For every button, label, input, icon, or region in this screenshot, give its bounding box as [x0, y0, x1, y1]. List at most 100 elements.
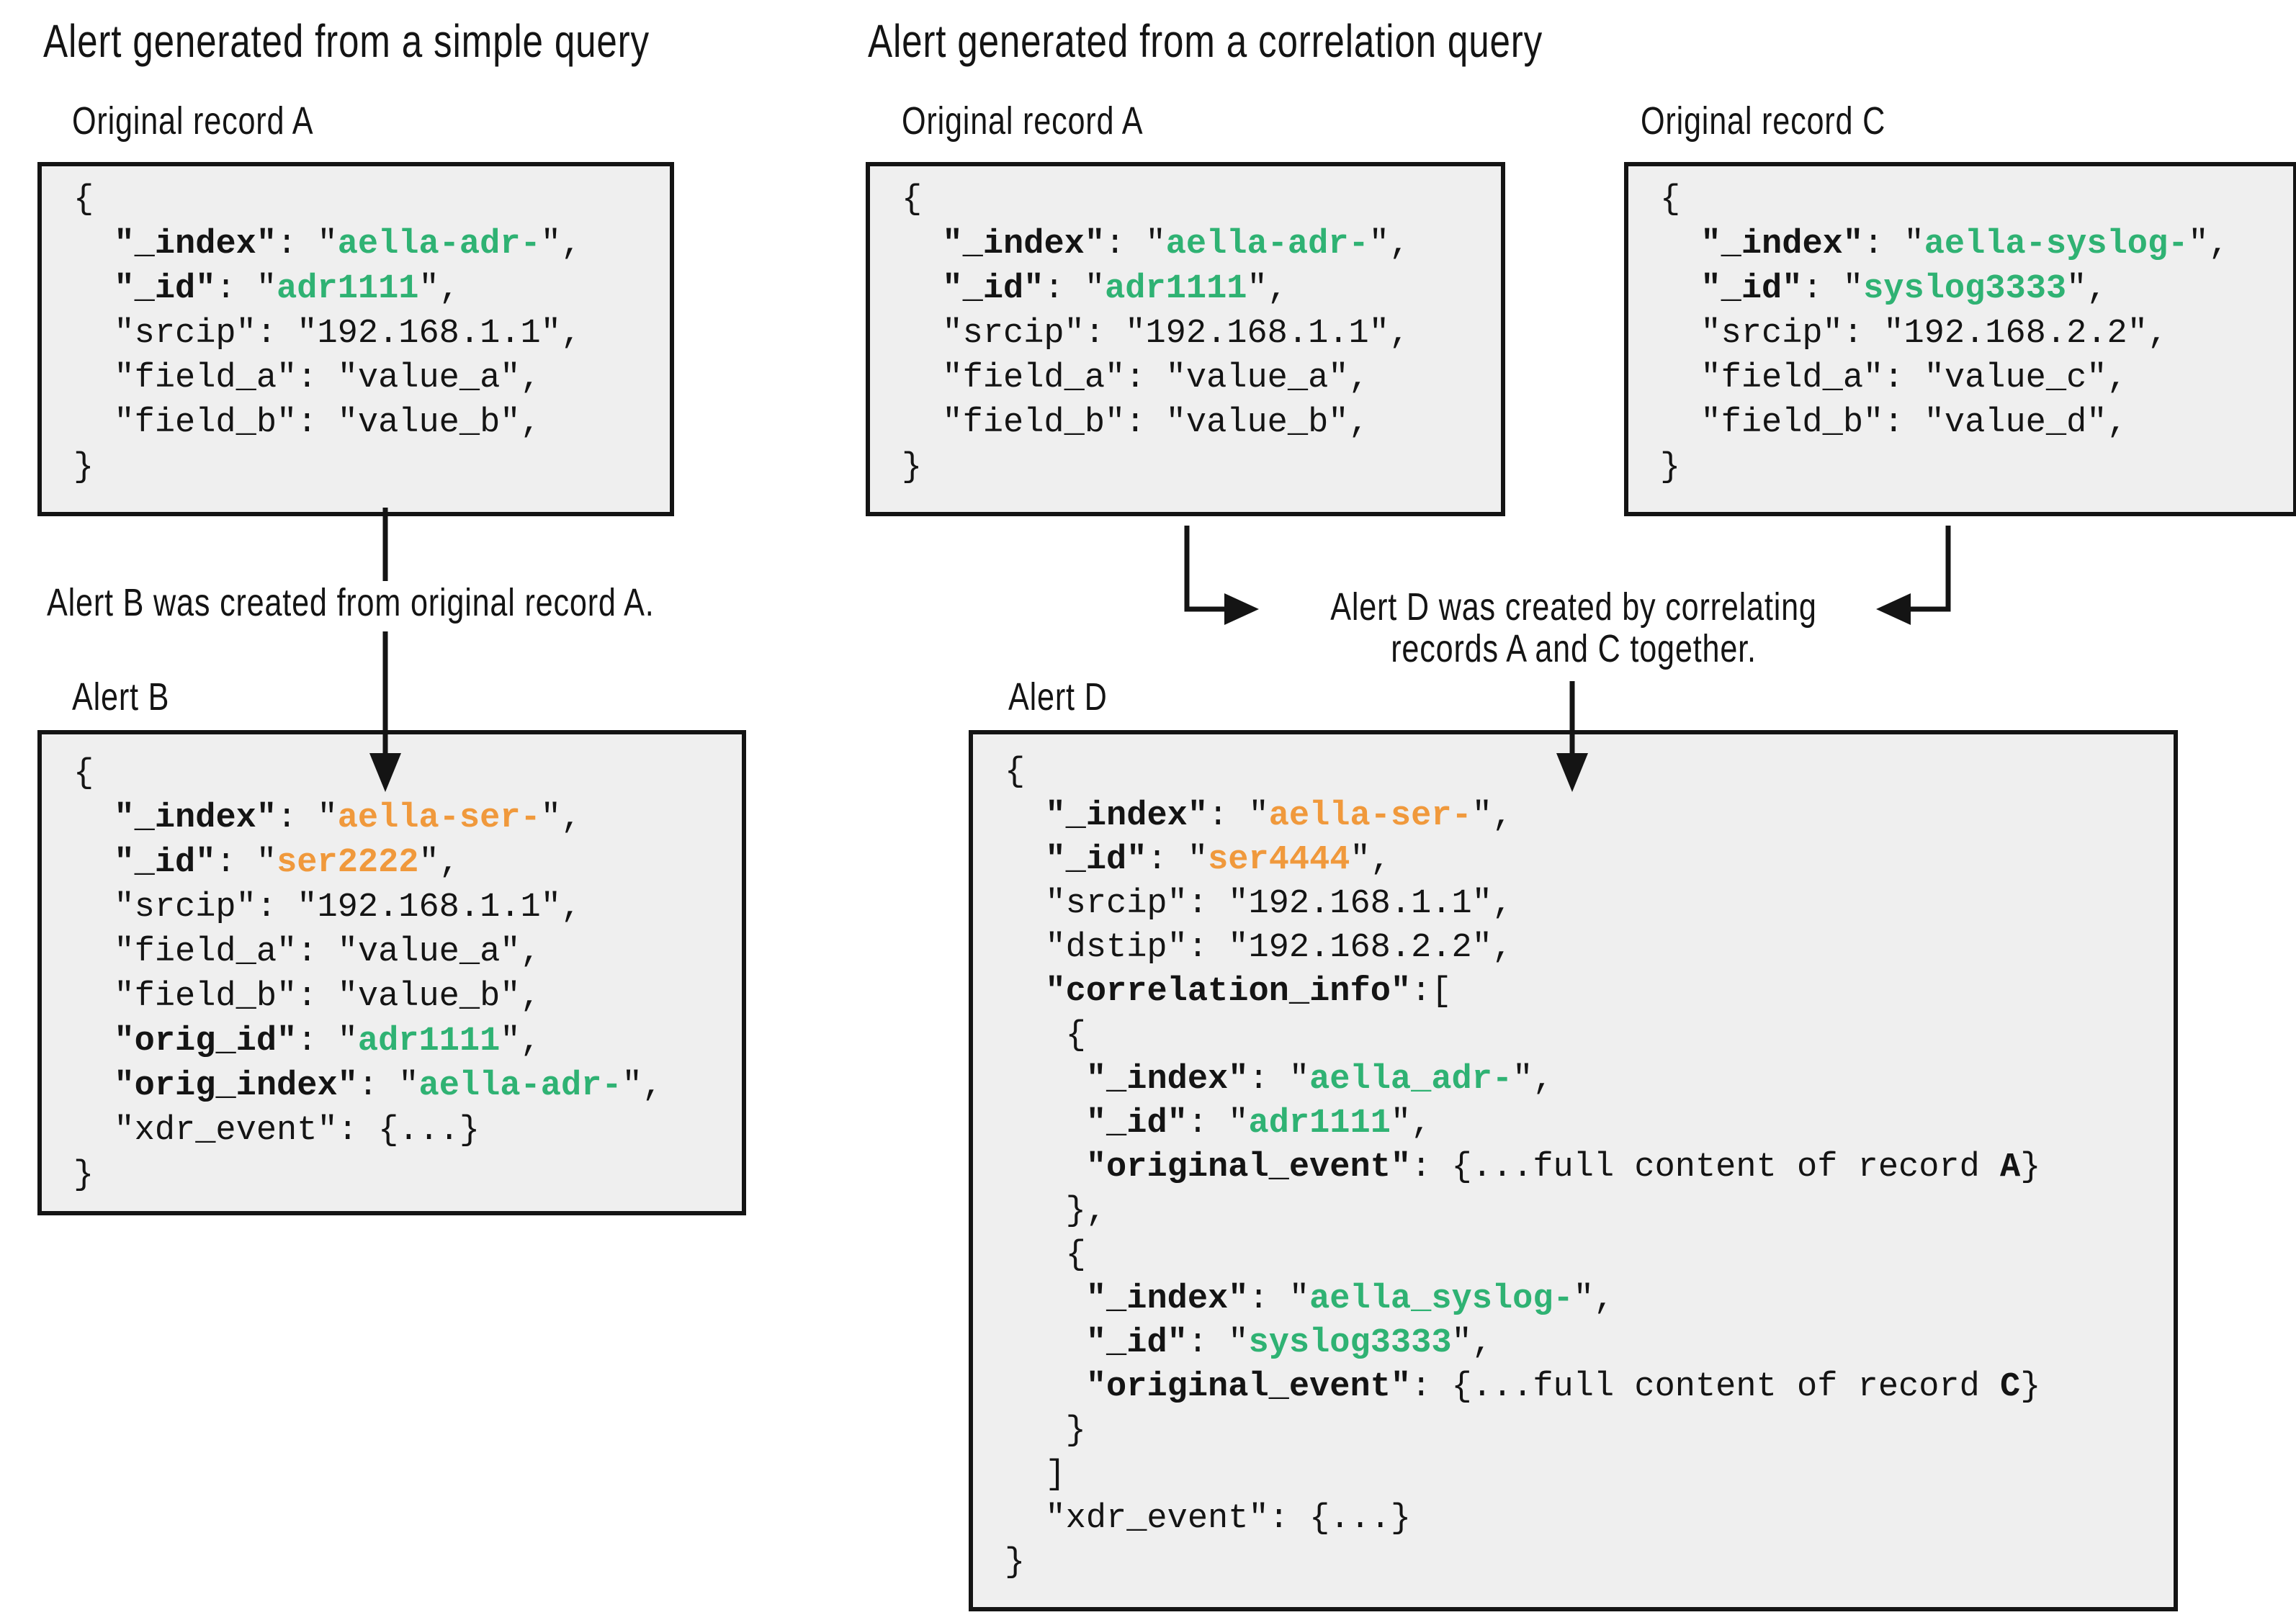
code-segment — [1660, 270, 1700, 308]
code-segment: } — [1005, 1544, 1026, 1582]
code-line: "_index": "aella_adr-", — [1005, 1058, 2168, 1102]
code-segment — [1005, 1148, 1086, 1187]
code-segment: ser4444 — [1208, 841, 1350, 879]
code-segment: { — [902, 181, 923, 219]
code-segment — [73, 270, 114, 308]
code-segment: : " — [1187, 1104, 1249, 1143]
code-segment: ", — [1573, 1280, 1615, 1318]
alert-d-box: { "_index": "aella-ser-", "_id": "ser444… — [969, 730, 2178, 1611]
code-segment: aella-adr- — [418, 1067, 622, 1105]
code-segment: : {...full content of record — [1411, 1368, 2001, 1406]
code-segment: : " — [1208, 797, 1269, 835]
code-segment: ", — [1247, 270, 1288, 308]
code-segment: "_id" — [114, 844, 216, 882]
annotation-correlation-line2: records A and C together. — [1391, 627, 1757, 670]
code-segment: ", — [1451, 1324, 1492, 1362]
code-segment: "correlation_info" — [1045, 973, 1412, 1011]
code-segment: ] — [1005, 1456, 1066, 1494]
code-line: "_id": "adr1111", — [73, 267, 664, 312]
code-segment: "original_event" — [1085, 1368, 1412, 1406]
code-line: } — [73, 446, 664, 490]
code-segment: { — [1005, 753, 1026, 791]
code-segment: "field_b": "value_b", — [73, 978, 541, 1016]
arrow-a-elbow-head-icon — [1224, 593, 1259, 625]
code-line: { — [1005, 1233, 2168, 1277]
record-a-label-simple: Original record A — [72, 99, 314, 143]
code-segment: ", — [418, 844, 459, 882]
code-segment: ", — [500, 1022, 541, 1061]
code-segment: "_index" — [114, 799, 277, 837]
section-title-correlation-query: Alert generated from a correlation query — [868, 15, 1543, 67]
code-segment: "field_a": "value_a", — [73, 359, 541, 397]
code-line: } — [73, 1153, 736, 1198]
code-segment: : " — [1147, 841, 1208, 879]
code-segment: ", — [2188, 225, 2229, 264]
code-segment: "_id" — [1085, 1104, 1188, 1143]
code-segment: : " — [1187, 1324, 1249, 1362]
code-segment: aella-ser- — [1268, 797, 1472, 835]
code-segment: "field_a": "value_c", — [1660, 359, 2127, 397]
code-segment: aella_adr- — [1309, 1061, 1513, 1099]
code-segment: "xdr_event": {...} — [73, 1112, 480, 1150]
code-segment — [1005, 1061, 1086, 1099]
code-segment: "_id" — [1045, 841, 1147, 879]
code-segment: { — [1005, 1017, 1086, 1055]
code-segment — [1005, 1324, 1086, 1362]
code-segment: ", — [1390, 1104, 1432, 1143]
code-segment: adr1111 — [357, 1022, 501, 1061]
record-c-json: { "_index": "aella-syslog-", "_id": "sys… — [1628, 166, 2293, 490]
code-segment: aella_syslog- — [1309, 1280, 1574, 1318]
code-segment — [1005, 973, 1045, 1011]
code-segment: "_index" — [942, 225, 1106, 264]
record-a-box-correlation: { "_index": "aella-adr-", "_id": "adr111… — [866, 162, 1505, 516]
code-segment: "field_b": "value_d", — [1660, 404, 2127, 442]
code-segment: ", — [1350, 841, 1391, 879]
code-segment: A — [2000, 1148, 2021, 1187]
code-segment: : {...full content of record — [1411, 1148, 2001, 1187]
record-a-json-correlation: { "_index": "aella-adr-", "_id": "adr111… — [870, 166, 1501, 490]
code-line: "srcip": "192.168.1.1", — [902, 312, 1495, 356]
code-line: } — [1005, 1409, 2168, 1453]
code-segment: "_id" — [114, 270, 216, 308]
code-line: "xdr_event": {...} — [1005, 1497, 2168, 1541]
code-segment — [73, 1022, 114, 1061]
code-line: "srcip": "192.168.2.2", — [1660, 312, 2287, 356]
code-segment: : " — [297, 1022, 358, 1061]
code-segment: ", — [2066, 270, 2107, 308]
code-line: "field_b": "value_b", — [73, 975, 736, 1020]
code-segment: ", — [622, 1067, 663, 1105]
code-segment: :[ — [1411, 973, 1452, 1011]
code-line: "field_b": "value_b", — [902, 401, 1495, 446]
annotation-simple-query: Alert B was created from original record… — [47, 581, 655, 624]
code-segment: "original_event" — [1085, 1148, 1412, 1187]
code-segment: "dstip": "192.168.2.2", — [1005, 929, 1513, 967]
code-segment: aella-syslog- — [1924, 225, 2189, 264]
code-line: "_id": "ser4444", — [1005, 838, 2168, 882]
code-line: "field_a": "value_a", — [73, 356, 664, 401]
section-title-simple-query: Alert generated from a simple query — [43, 15, 650, 67]
code-segment — [902, 225, 942, 264]
code-line: ] — [1005, 1453, 2168, 1497]
code-segment: { — [73, 755, 94, 793]
code-line: "field_b": "value_b", — [73, 401, 664, 446]
code-segment: : " — [1863, 225, 1924, 264]
code-segment: : " — [1802, 270, 1864, 308]
code-segment — [73, 225, 114, 264]
code-line: "orig_id": "adr1111", — [73, 1020, 736, 1064]
code-segment: aella-adr- — [1165, 225, 1369, 264]
code-line: "original_event": {...full content of re… — [1005, 1146, 2168, 1189]
code-segment — [1005, 1104, 1086, 1143]
record-a-label-correlation: Original record A — [902, 99, 1144, 143]
code-line: "_id": "adr1111", — [1005, 1102, 2168, 1146]
code-segment: }, — [1005, 1192, 1107, 1230]
arrow-record-a-to-annotation — [1184, 526, 1259, 625]
alert-b-json: { "_index": "aella-ser-", "_id": "ser222… — [42, 734, 742, 1198]
code-segment — [902, 270, 942, 308]
code-segment: aella-adr- — [337, 225, 541, 264]
code-segment: "xdr_event": {...} — [1005, 1500, 1412, 1538]
code-segment: adr1111 — [277, 270, 419, 308]
code-segment: : " — [1248, 1280, 1310, 1318]
code-line: "_id": "ser2222", — [73, 841, 736, 886]
alert-d-label: Alert D — [1008, 675, 1108, 719]
